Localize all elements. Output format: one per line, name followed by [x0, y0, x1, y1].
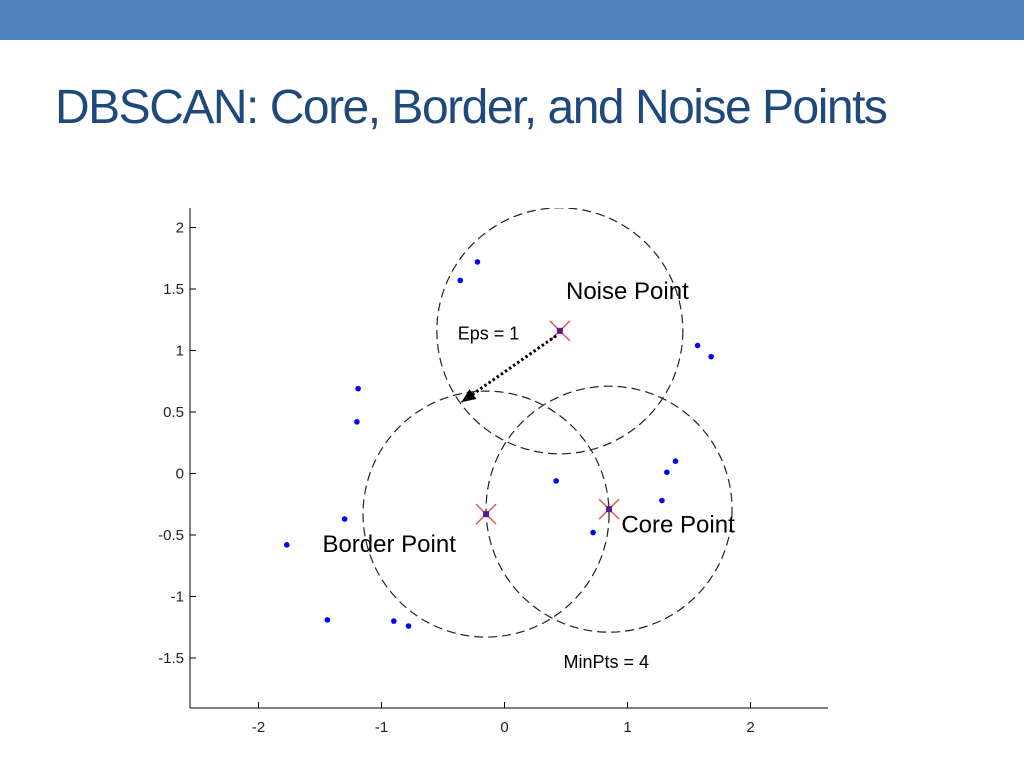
core-circle — [485, 385, 733, 633]
border-circle — [362, 390, 610, 638]
x-tick-label: -1 — [375, 719, 388, 736]
data-point — [474, 259, 481, 265]
data-point — [590, 529, 596, 536]
data-point — [405, 623, 412, 629]
eps-arrow-head — [461, 389, 477, 403]
data-point — [553, 478, 559, 484]
data-point — [478, 708, 484, 714]
core-point-marker — [598, 498, 620, 520]
data-point — [708, 353, 714, 360]
noise-circle — [436, 208, 684, 455]
core-label: Core Point — [621, 512, 735, 539]
noise-label: Noise Point — [566, 278, 689, 305]
data-point — [664, 469, 670, 476]
y-tick-label: 0 — [176, 466, 184, 483]
data-point — [457, 277, 464, 284]
y-tick-label: -1 — [171, 589, 184, 606]
y-tick-label: 2 — [176, 220, 184, 237]
data-point — [341, 516, 348, 522]
x-tick-label: 2 — [746, 719, 754, 736]
minpts-label: MinPts = 4 — [564, 652, 650, 672]
y-tick-label: 0.5 — [163, 404, 184, 421]
marker-center — [483, 511, 490, 518]
y-tick-label: 1.5 — [163, 281, 184, 298]
slide-title: DBSCAN: Core, Border, and Noise Points — [55, 81, 888, 134]
top-accent-bar — [0, 0, 1024, 40]
marker-center — [556, 327, 563, 334]
data-point — [355, 385, 361, 392]
data-point — [283, 542, 290, 548]
data-point — [659, 497, 665, 504]
data-point — [324, 617, 331, 623]
data-point — [391, 618, 397, 624]
noise-point-marker — [549, 320, 571, 342]
x-tick-label: -2 — [252, 719, 265, 736]
x-tick-label: 0 — [500, 719, 508, 736]
border-point-marker — [475, 503, 497, 525]
y-tick-label: -0.5 — [158, 527, 184, 544]
border-label: Border Point — [322, 531, 456, 558]
eps-label: Eps = 1 — [458, 323, 520, 343]
y-tick-label: 1 — [176, 343, 184, 360]
x-tick-label: 1 — [623, 719, 631, 736]
y-tick-label: -1.5 — [158, 650, 184, 667]
eps-arrow-line — [460, 334, 558, 404]
marker-center — [606, 506, 613, 513]
data-point — [672, 458, 679, 465]
data-point — [354, 419, 360, 425]
data-point — [694, 342, 701, 349]
